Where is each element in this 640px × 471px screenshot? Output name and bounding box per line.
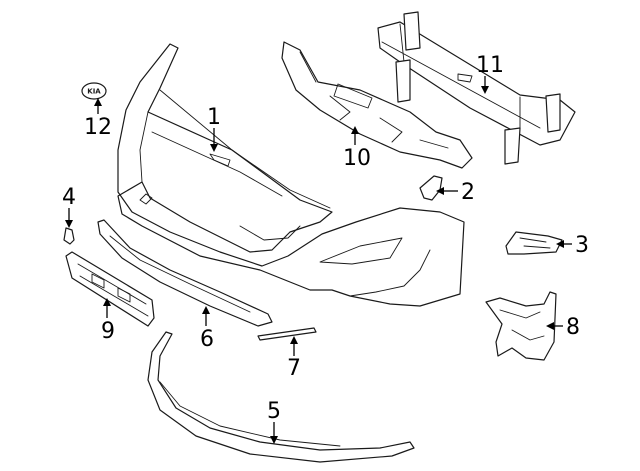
side-bracket-large xyxy=(485,291,557,361)
callout-4: 4 xyxy=(62,185,76,210)
callout-8: 8 xyxy=(566,315,580,340)
side-bracket xyxy=(505,231,563,255)
callout-2: 2 xyxy=(461,180,475,205)
bumper-cover xyxy=(117,43,465,307)
leader-lines xyxy=(65,76,572,444)
lower-trim xyxy=(97,219,273,327)
reinforcement-beam xyxy=(377,11,576,165)
clip xyxy=(63,227,75,245)
callout-10: 10 xyxy=(343,146,371,171)
callout-12: 12 xyxy=(84,115,112,140)
callout-labels: 1 2 3 4 5 6 7 8 9 10 11 12 xyxy=(62,53,589,424)
callout-9: 9 xyxy=(101,319,115,344)
callout-11: 11 xyxy=(476,53,504,78)
callout-6: 6 xyxy=(200,327,214,352)
callout-7: 7 xyxy=(287,356,301,381)
callout-1: 1 xyxy=(207,105,221,130)
spoiler-lip xyxy=(147,331,415,463)
emblem: KIA xyxy=(81,82,107,100)
callout-5: 5 xyxy=(267,399,281,424)
trim-strip xyxy=(257,327,317,341)
emblem-text: KIA xyxy=(87,88,101,96)
license-plate-bracket xyxy=(65,251,155,327)
energy-absorber xyxy=(281,41,473,169)
bracket-small xyxy=(419,175,443,201)
callout-3: 3 xyxy=(575,233,589,258)
